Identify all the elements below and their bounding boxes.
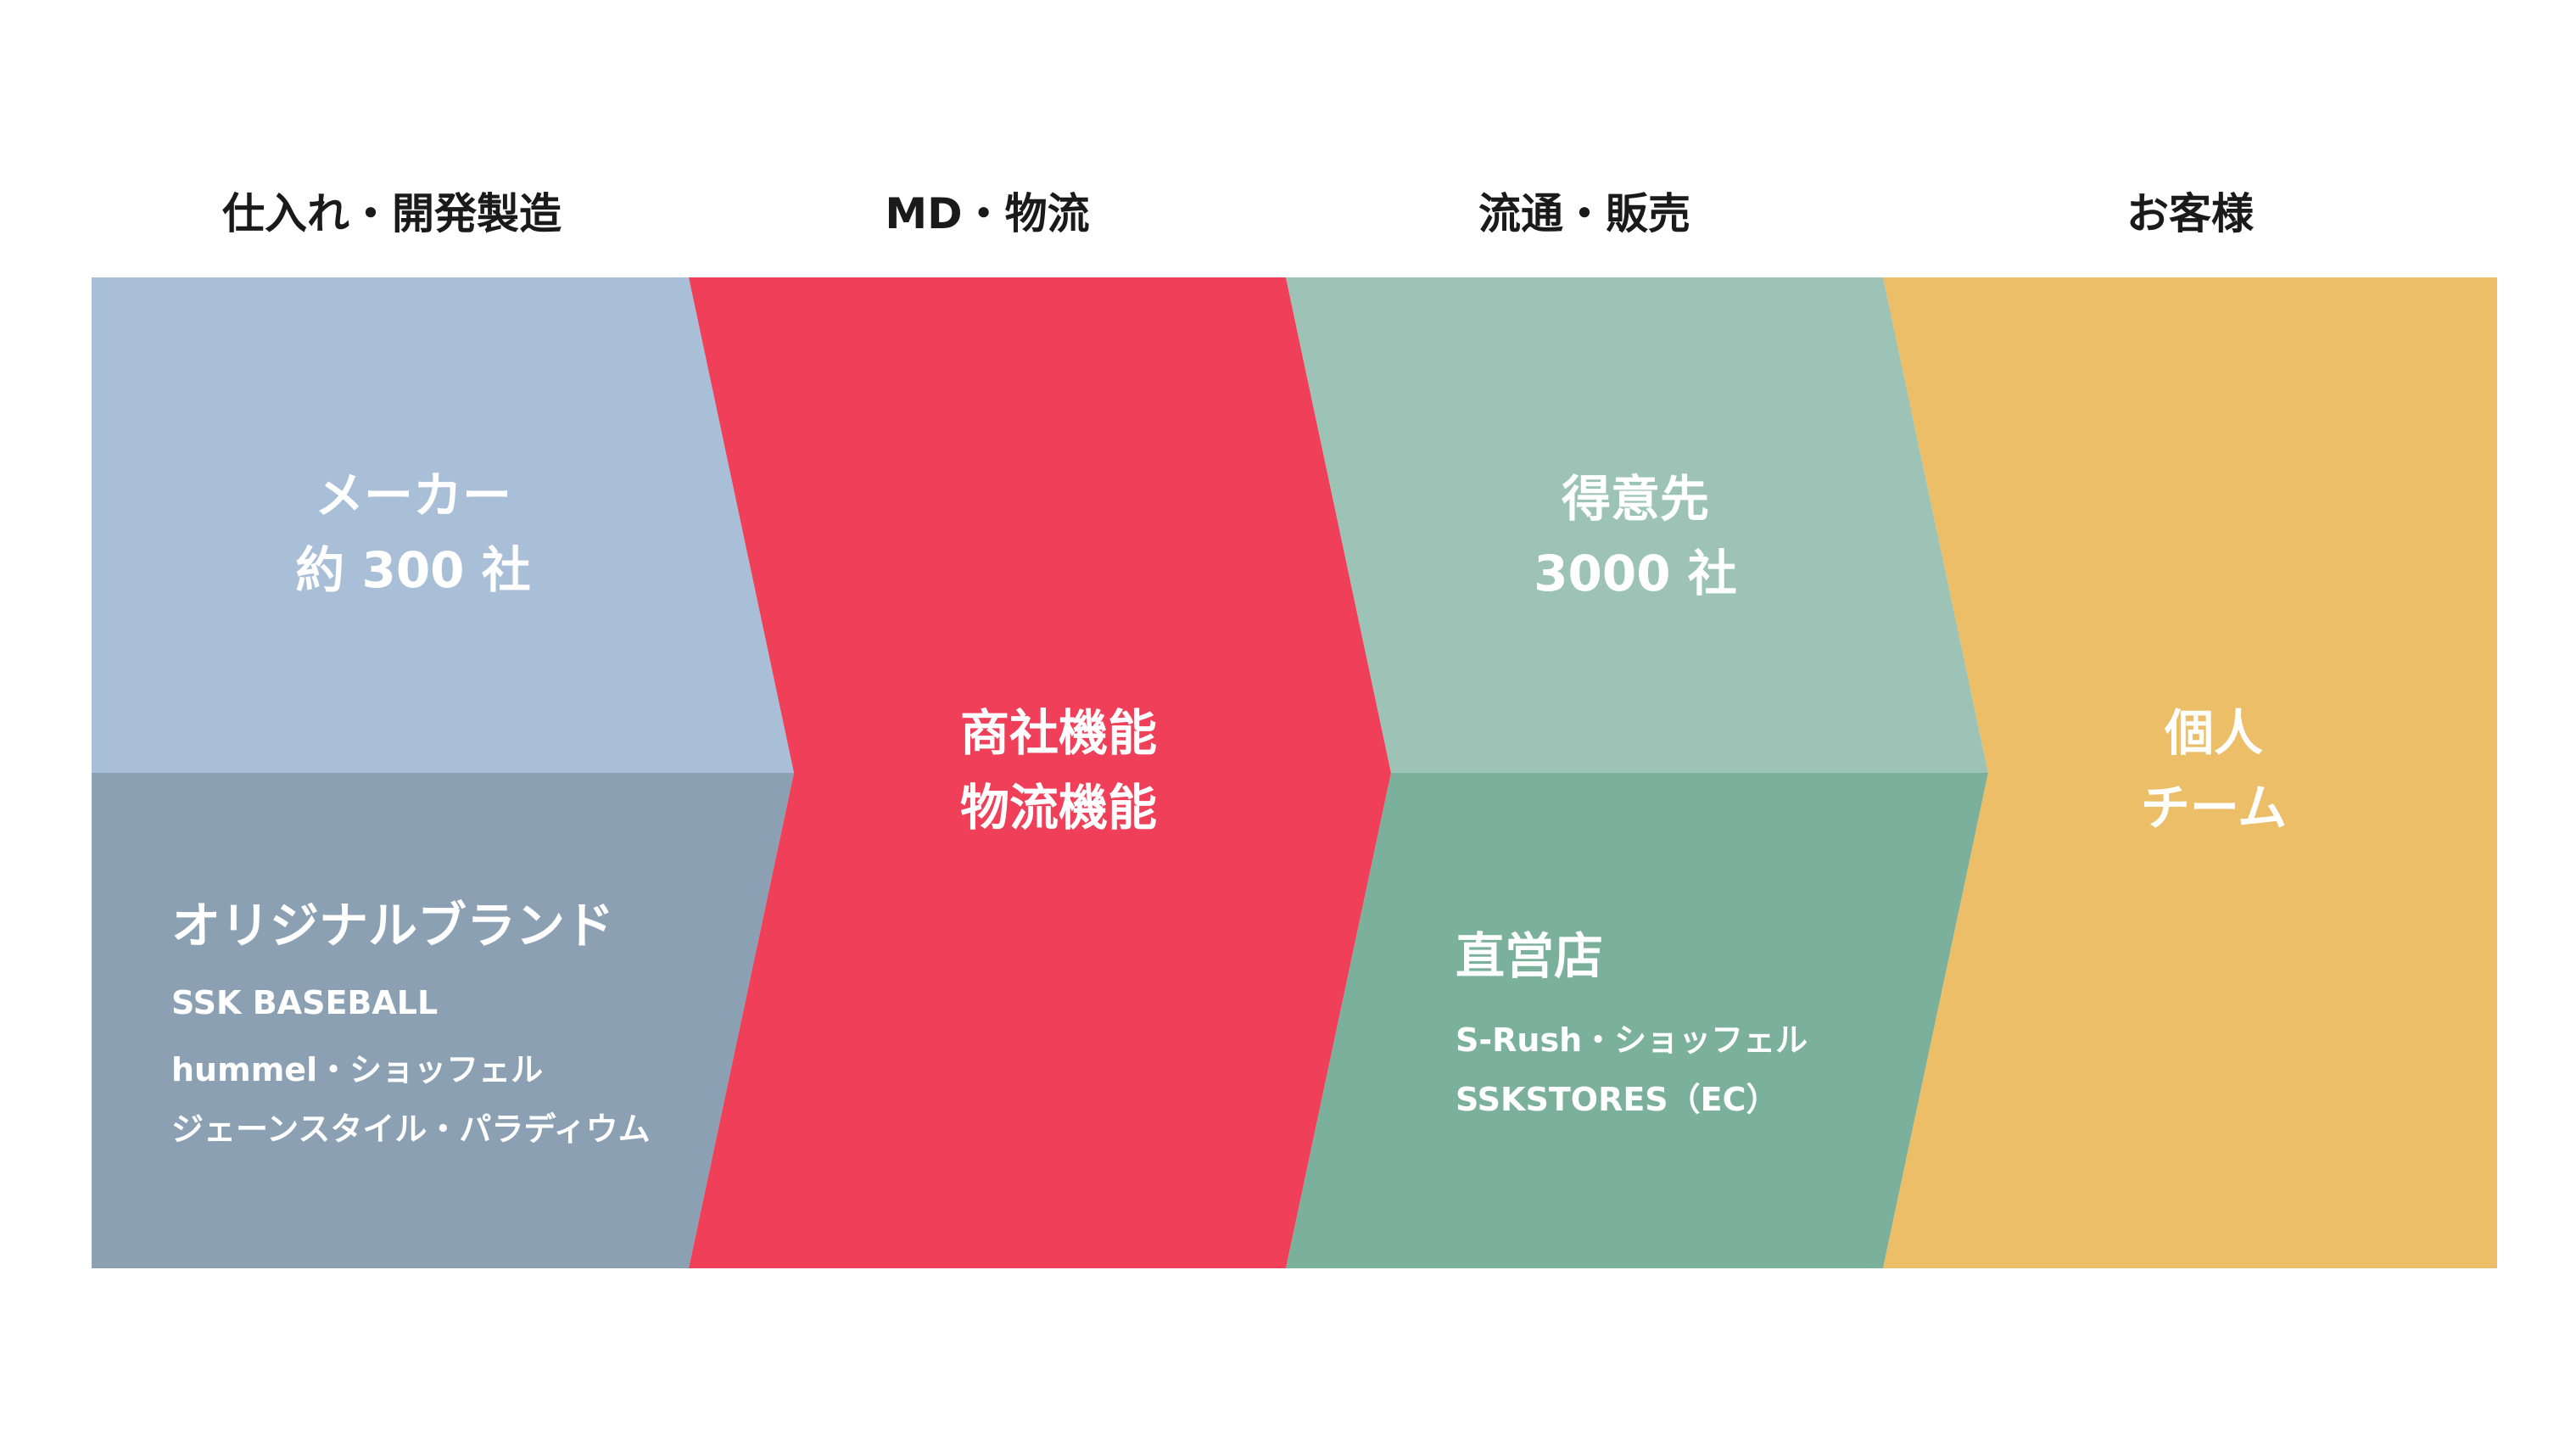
stage3-top-text: 得意先 3000 社	[1534, 462, 1737, 611]
makers-label: メーカー	[314, 467, 511, 524]
trading-function-label: 商社機能	[959, 704, 1158, 762]
stage3-top-block	[1286, 277, 1988, 773]
store-list-item: S-Rush・ショッフェル	[1456, 1021, 1808, 1059]
stage1-top-text: メーカー 約 300 社	[295, 458, 530, 607]
individuals-label: 個人	[2164, 704, 2264, 762]
stage1-top-block	[92, 277, 794, 773]
stage2-text: 商社機能 物流機能	[960, 696, 1157, 845]
header-procurement: 仕入れ・開発製造	[222, 189, 562, 238]
original-brands-title: オリジナルブランド	[171, 897, 615, 954]
stage1-bottom-block	[92, 773, 794, 1268]
brand-list-item: hummel・ショッフェル	[171, 1051, 544, 1088]
clients-label: 得意先	[1561, 470, 1709, 528]
brand-list-item: SSK BASEBALL	[171, 984, 439, 1021]
header-distribution-sales: 流通・販売	[1478, 189, 1690, 238]
makers-count: 約 300 社	[295, 541, 531, 599]
clients-count: 3000 社	[1534, 545, 1737, 602]
header-md-logistics: MD・物流	[885, 189, 1090, 238]
stage2-arrow-block	[689, 277, 1391, 1268]
stage3-bottom-block	[1286, 773, 1988, 1268]
teams-label: チーム	[2140, 779, 2288, 836]
stage4-block	[1883, 277, 2497, 1268]
brand-list-item: ジェーンスタイル・パラディウム	[171, 1111, 651, 1148]
direct-stores-title: 直営店	[1456, 927, 1604, 985]
logistics-function-label: 物流機能	[959, 779, 1158, 836]
header-customers: お客様	[2126, 189, 2254, 238]
stage4-text: 個人 チーム	[2141, 696, 2287, 845]
store-list-item: SSKSTORES（EC）	[1456, 1081, 1779, 1118]
